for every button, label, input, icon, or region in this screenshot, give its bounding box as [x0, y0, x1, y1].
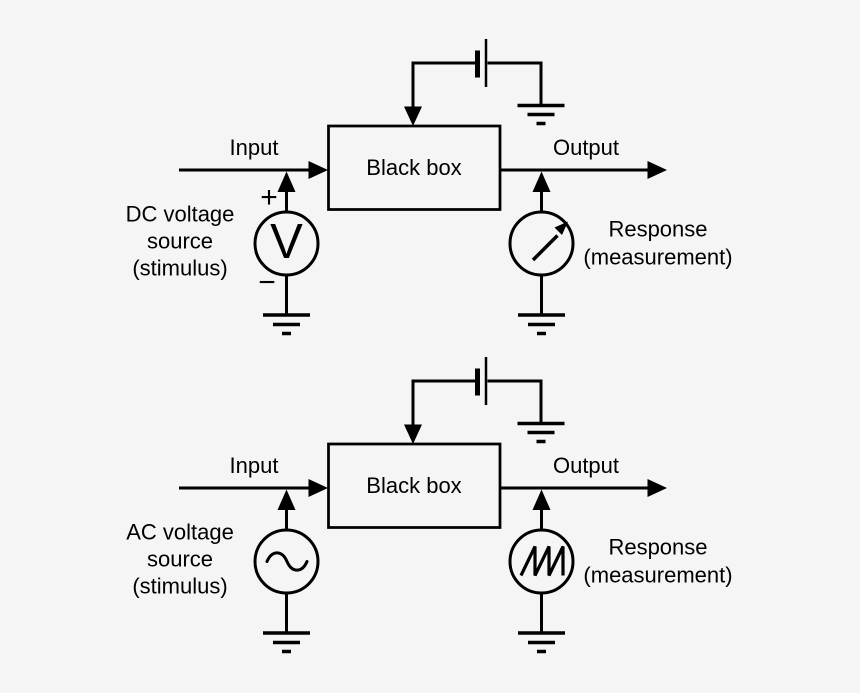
output-branch: Output — [500, 135, 667, 179]
ground-icon — [518, 631, 565, 654]
battery-feed-arrowhead — [404, 424, 422, 444]
output-branch: Output — [500, 453, 667, 497]
input-label: Input — [230, 135, 279, 160]
meter-needle-arrowhead — [554, 221, 568, 235]
battery-icon — [475, 39, 488, 87]
analog-meter-icon — [508, 210, 575, 277]
ground-icon — [518, 313, 565, 336]
source-caption-line1: AC voltage — [126, 520, 234, 545]
response-caption: Response (measurement) — [583, 217, 732, 270]
battery-left-wire — [411, 61, 475, 108]
source-arrowhead — [277, 171, 296, 192]
black-box-rect — [327, 442, 502, 529]
source-caption-line1: DC voltage — [126, 202, 235, 227]
source-caption-line3: (stimulus) — [132, 256, 227, 281]
meter-circle — [508, 210, 575, 277]
battery-right-wire — [487, 61, 543, 104]
battery-left-wire — [411, 379, 475, 426]
black-box-label: Black box — [366, 155, 461, 180]
ac-source-branch: AC voltage source (stimulus) — [126, 489, 320, 654]
ground-icon — [263, 631, 310, 654]
response-caption-line1: Response — [608, 535, 707, 560]
response-caption-line2: (measurement) — [583, 563, 732, 588]
black-box-label: Black box — [366, 473, 461, 498]
ac-voltage-source-icon — [253, 528, 320, 595]
ground-icon — [263, 313, 310, 336]
response-branch: Response (measurement) — [508, 171, 733, 336]
output-label: Output — [553, 453, 619, 478]
battery-branch — [404, 39, 565, 126]
source-caption-line2: source — [147, 547, 213, 572]
response-branch: Response (measurement) — [508, 489, 733, 654]
source-caption-line3: (stimulus) — [132, 574, 227, 599]
output-label: Output — [553, 135, 619, 160]
sine-wave-glyph — [265, 551, 309, 572]
input-arrowhead — [308, 161, 328, 179]
source-arrowhead — [277, 489, 296, 510]
battery-right-wire — [487, 379, 543, 422]
ground-icon — [517, 421, 565, 444]
source-caption-line2: source — [147, 229, 213, 254]
response-caption-line1: Response — [608, 217, 707, 242]
black-box: Black box — [327, 124, 502, 211]
source-circle — [253, 210, 320, 277]
source-caption: AC voltage source (stimulus) — [126, 520, 234, 599]
input-label: Input — [230, 453, 279, 478]
minus-sign: − — [258, 266, 276, 299]
battery-icon — [475, 357, 488, 405]
input-branch: Input — [179, 453, 328, 497]
input-arrowhead — [308, 479, 328, 497]
black-box: Black box — [327, 442, 502, 529]
dc-source-branch: + V − DC voltage source (stimulus) — [126, 171, 320, 336]
battery-feed-arrowhead — [404, 106, 422, 126]
response-caption-line2: (measurement) — [583, 245, 732, 270]
battery-branch — [404, 357, 565, 444]
black-box-rect — [327, 124, 502, 211]
ground-icon — [517, 103, 565, 126]
waveform-meter-icon — [508, 528, 575, 595]
source-caption: DC voltage source (stimulus) — [126, 202, 235, 281]
ac-test-diagram: Input Black box Output — [126, 357, 733, 654]
sawtooth-wave-glyph — [519, 545, 565, 577]
dc-voltage-source-icon: V — [253, 210, 320, 277]
response-caption: Response (measurement) — [583, 535, 732, 588]
input-branch: Input — [179, 135, 328, 179]
meter-arrowhead — [532, 171, 551, 192]
dc-test-diagram: Input Black box Output + V − — [126, 39, 733, 336]
meter-arrowhead — [532, 489, 551, 510]
voltmeter-v-glyph: V — [270, 215, 303, 269]
output-arrowhead — [647, 479, 667, 497]
plus-sign: + — [260, 181, 278, 214]
output-arrowhead — [647, 161, 667, 179]
meter-needle — [531, 234, 559, 262]
